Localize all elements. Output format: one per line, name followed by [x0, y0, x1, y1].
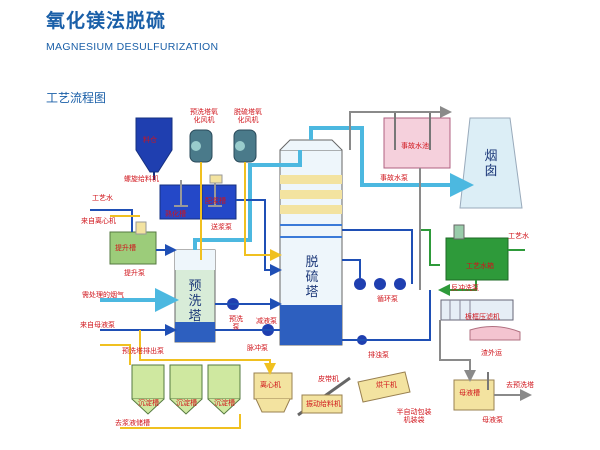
label-accident-tank: 事故水池 [401, 142, 429, 150]
label-mother-liquor-tank: 母液槽 [459, 389, 480, 397]
label-desulf-fan: 脱硫塔氧化风机 [234, 108, 262, 124]
label-belt-conveyor: 皮带机 [318, 375, 339, 383]
label-lift-tank: 提升槽 [115, 244, 136, 252]
label-centrifuge: 离心机 [260, 381, 281, 389]
label-discharge-pump: 排浊泵 [368, 351, 389, 359]
label-slurry-tank: 熟化槽 [165, 210, 186, 218]
label-accident-pump: 事故水泵 [380, 174, 408, 182]
label-process-water-right: 工艺水 [508, 232, 529, 240]
label-feed-tank: 配浆槽 [205, 197, 226, 205]
filter-press [440, 299, 521, 341]
belt-conveyor [297, 376, 351, 417]
desulf-tower [279, 139, 343, 346]
label-silo: 料仓 [143, 136, 157, 144]
prewash-fan [189, 129, 213, 163]
label-chimney: 烟囱 [484, 149, 498, 179]
lift-tank [109, 221, 157, 265]
label-auto-packer: 半自动包装机装袋 [396, 408, 432, 424]
label-prewash-pump: 预洗泵 [229, 315, 243, 331]
label-settling-2: 沉淀槽 [176, 399, 197, 407]
label-feed-pump: 送浆泵 [211, 223, 232, 231]
label-vibrating-feeder: 振动给料机 [306, 400, 341, 408]
label-desulf-tower: 脱硫塔 [305, 255, 319, 300]
label-prewash-discharge: 预洗塔排出泵 [122, 347, 164, 355]
dryer [357, 371, 411, 403]
label-lift-pump: 提升泵 [124, 269, 145, 277]
label-prewash-tower: 预洗塔 [188, 279, 202, 324]
settling-tanks [131, 364, 241, 415]
label-settling-1: 沉淀槽 [138, 399, 159, 407]
label-filter-press: 板框压滤机 [465, 313, 500, 321]
label-dryer: 烘干机 [376, 381, 397, 389]
label-slag-out: 渣外运 [481, 349, 502, 357]
label-mother-liquor-pump: 母液泵 [482, 416, 503, 424]
silo [135, 117, 173, 180]
label-backwash-pump: 反冲洗泵 [451, 284, 479, 292]
label-from-centrifuge: 来自离心机 [81, 217, 116, 225]
label-settling-3: 沉淀槽 [214, 399, 235, 407]
label-return-pump: 减液泵 [256, 317, 277, 325]
label-flue-gas: 需处理的烟气 [82, 291, 124, 299]
label-process-water-left: 工艺水 [92, 194, 113, 202]
label-slurry-feed: 螺旋给料机 [124, 175, 159, 183]
label-prewash-fan: 预洗塔氧化风机 [190, 108, 218, 124]
label-process-water-tank: 工艺水箱 [466, 262, 494, 270]
page-subtitle: MAGNESIUM DESULFURIZATION [46, 41, 219, 53]
centrifuge [253, 372, 293, 413]
page-title: 氧化镁法脱硫 [46, 10, 167, 32]
label-to-prewash: 去预洗塔 [506, 381, 534, 389]
section-heading: 工艺流程图 [46, 91, 107, 105]
label-pulse-pump: 脉冲泵 [247, 344, 268, 352]
process-water-tank [445, 224, 509, 281]
label-circ-pump: 循环泵 [377, 295, 398, 303]
slurry-tank [159, 180, 203, 220]
accident-tank [383, 112, 451, 169]
label-from-mother-liquor: 来自母液泵 [80, 321, 115, 329]
label-to-slurry-storage: 去浆液储槽 [115, 419, 150, 427]
desulf-fan [233, 129, 257, 163]
